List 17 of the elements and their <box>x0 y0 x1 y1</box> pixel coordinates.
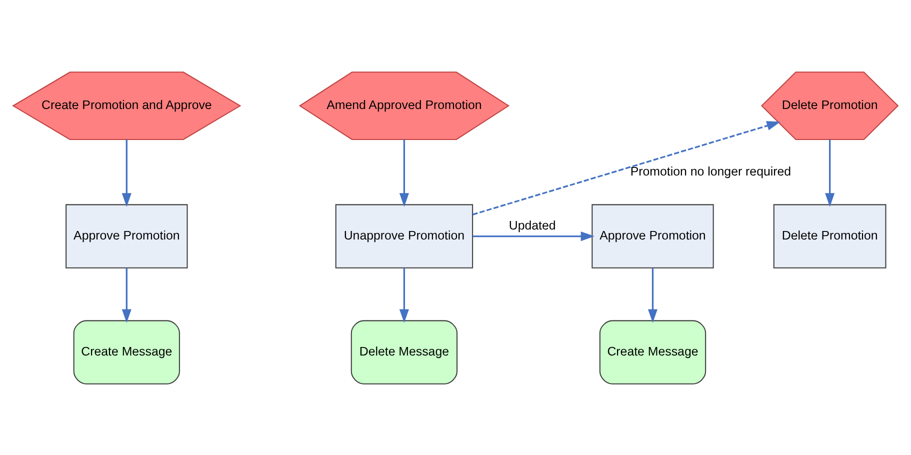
arrow <box>399 268 409 322</box>
node-box: Approve Promotion <box>66 204 188 268</box>
node-box: Create Message <box>599 320 706 384</box>
arrow <box>122 268 132 322</box>
arrow <box>825 139 835 206</box>
edge-label: Promotion no longer required <box>630 164 792 178</box>
arrow <box>648 268 658 322</box>
node-box: Unapprove Promotion <box>335 204 474 268</box>
node-box: Approve Promotion <box>592 204 714 268</box>
node-box: Create Message <box>73 320 180 384</box>
node-box: Delete Message <box>350 320 458 384</box>
arrow <box>399 139 409 206</box>
arrow <box>472 231 595 241</box>
node-box: Delete Promotion <box>773 204 886 268</box>
arrow <box>472 120 780 215</box>
arrow <box>122 139 132 206</box>
edge-label: Updated <box>508 218 556 232</box>
